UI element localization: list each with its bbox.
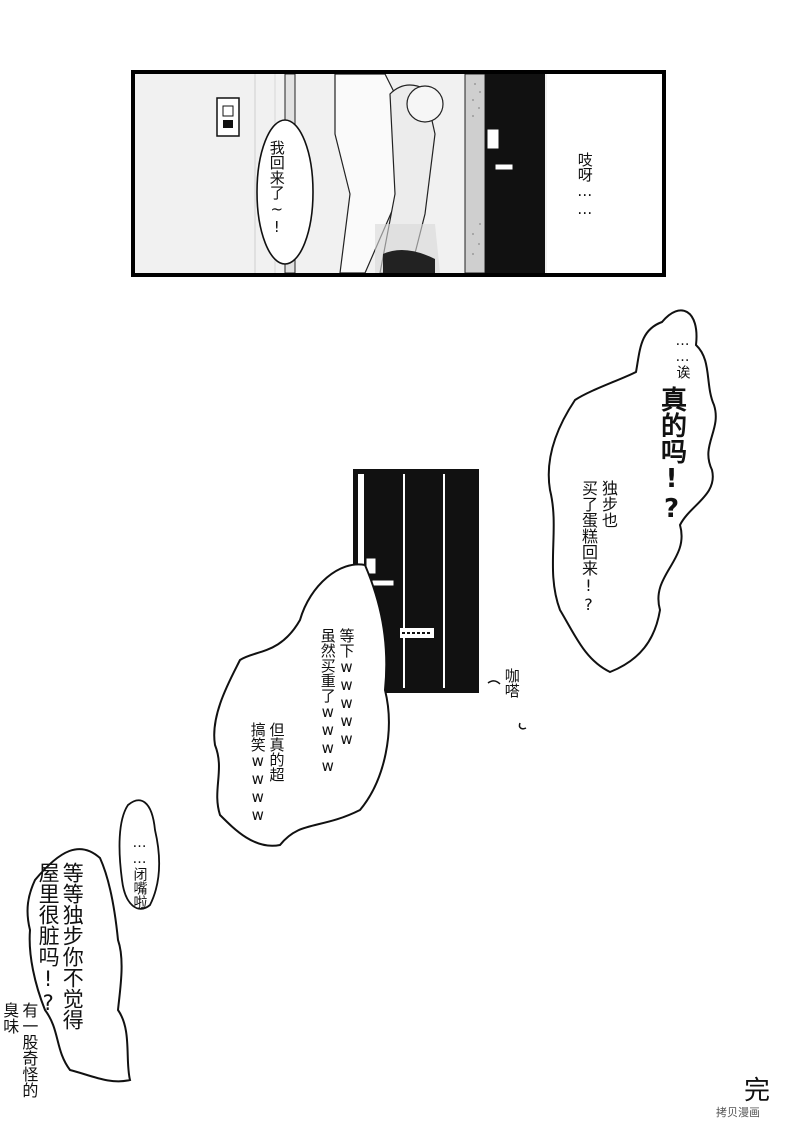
- open-door-dark: [485, 74, 545, 273]
- comic-panel-top: 我回来了~! 吱呀……: [131, 70, 666, 277]
- bubble-right-top-line1: ……诶: [674, 333, 691, 379]
- panel-bubble-text: 我回来了~!: [267, 140, 286, 236]
- speech-bubble-middle: [213, 563, 390, 847]
- speech-bubble-bottom-left: [26, 848, 132, 1083]
- panel-artwork: [135, 74, 662, 273]
- speech-bubble-small-left: [118, 799, 160, 910]
- bubble-small-left-text: ……闭嘴啦: [131, 835, 148, 909]
- sfx-door-creak: 吱呀……: [575, 152, 594, 218]
- bubble-middle-line1: 等下wwwww 虽然买重了wwww: [318, 628, 356, 775]
- bubble-right-top-line2: 真的吗!?: [656, 386, 687, 524]
- bubble-bottom-left-text: 等等独步你不觉得 屋里很脏吗!?: [36, 862, 85, 1030]
- bubble-right-top-line3: 独步也 买了蛋糕回来!?: [579, 480, 618, 614]
- sfx-door-click: 咖嗒: [502, 668, 521, 698]
- watermark: 拷贝漫画: [716, 1106, 760, 1119]
- bubble-middle-line2: 但真的超 搞笑wwww: [248, 722, 286, 824]
- edge-left-text: 有一股奇怪的 臭味: [0, 1002, 39, 1098]
- end-mark: 完: [744, 1076, 771, 1106]
- speech-bubble-right-top: [547, 309, 717, 674]
- panel-speech-bubble: [256, 119, 314, 265]
